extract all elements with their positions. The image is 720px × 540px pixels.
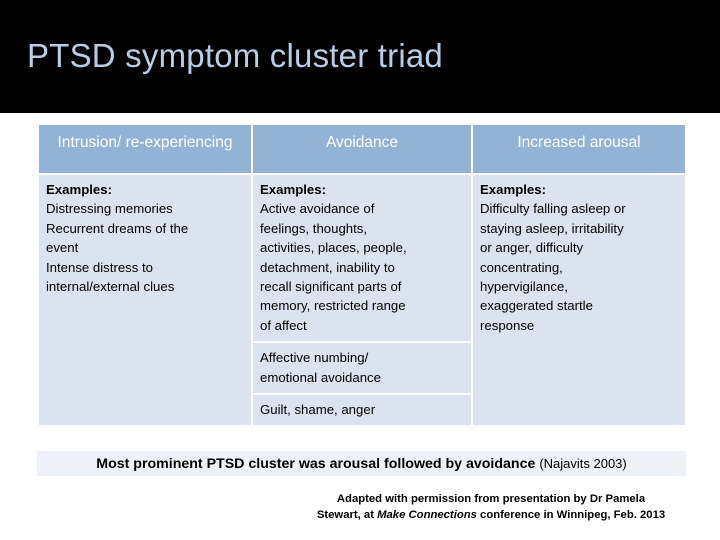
header-avoidance-line1: Avoidance [325, 134, 399, 151]
caption-main: Most prominent PTSD cluster was arousal … [96, 455, 540, 472]
intrusion-line-3: event [46, 240, 79, 256]
table-header-avoidance: Avoidance [253, 125, 471, 173]
intrusion-lead: Examples: [46, 182, 112, 197]
cell-intrusion-examples: Examples: Distressing memories Recurrent… [39, 175, 251, 426]
header-arousal-line2: arousal [589, 134, 641, 151]
footer-conference-name: Make Connections [377, 508, 477, 521]
cell-guilt-shame-anger: Guilt, shame, anger [253, 395, 471, 426]
ptsd-cluster-table: Intrusion/ re-experiencing Avoidance Inc… [37, 123, 687, 427]
avoidance-line-1: Active avoidance of [260, 201, 375, 217]
intrusion-line-2: Recurrent dreams of the [46, 220, 189, 236]
arousal-lead: Examples: [480, 182, 546, 197]
table-row: Examples: Distressing memories Recurrent… [39, 175, 685, 426]
header-intrusion-line2: re-experiencing [125, 134, 233, 151]
avoidance-line-7: of affect [260, 317, 307, 333]
footer-line-2: Stewart, at Make Connections conference … [276, 508, 706, 524]
guilt-shame-anger-line-1: Guilt, shame, anger [260, 402, 376, 418]
cell-increased-arousal-examples: Examples: Difficulty falling asleep or s… [473, 175, 685, 426]
avoidance-line-2: feelings, thoughts, [260, 220, 368, 236]
cell-affective-numbing: Affective numbing/ emotional avoidance [253, 343, 471, 394]
table-header-row: Intrusion/ re-experiencing Avoidance Inc… [39, 125, 685, 173]
affective-numbing-line-2: emotional avoidance [260, 369, 381, 385]
arousal-line-6: exaggerated startle [480, 298, 593, 314]
cell-avoidance-examples: Examples: Active avoidance of feelings, … [253, 175, 471, 342]
arousal-line-5: hypervigilance, [480, 279, 568, 295]
title-band: PTSD symptom cluster triad [0, 0, 720, 113]
intrusion-line-4: Intense distress to [46, 259, 154, 275]
footer-line2-pre: Stewart, at [316, 508, 378, 521]
table-row: Guilt, shame, anger [39, 395, 685, 426]
avoidance-line-6: memory, restricted range [260, 298, 406, 314]
footer-attribution: Adapted with permission from presentatio… [276, 492, 706, 523]
avoidance-line-4: detachment, inability to [260, 259, 395, 275]
avoidance-line-5: recall significant parts of [260, 279, 402, 295]
arousal-line-1: Difficulty falling asleep or [480, 201, 626, 217]
table-header-increased-arousal: Increased arousal [473, 125, 685, 173]
footer-line2-post: conference in Winnipeg, Feb. 2013 [476, 508, 666, 521]
page-title: PTSD symptom cluster triad [27, 37, 443, 74]
intrusion-line-1: Distressing memories [46, 201, 173, 217]
footer-line-1: Adapted with permission from presentatio… [336, 493, 646, 505]
caption-strip: Most prominent PTSD cluster was arousal … [37, 451, 686, 476]
arousal-line-3: or anger, difficulty [480, 240, 584, 256]
arousal-line-4: concentrating, [480, 259, 563, 275]
affective-numbing-line-1: Affective numbing/ [260, 350, 369, 366]
table-row: Affective numbing/ emotional avoidance [39, 343, 685, 394]
caption-citation: (Najavits 2003) [539, 455, 627, 471]
avoidance-line-3: activities, places, people, [260, 240, 407, 256]
table-header-intrusion: Intrusion/ re-experiencing [39, 125, 251, 173]
caption-text: Most prominent PTSD cluster was arousal … [96, 456, 627, 472]
header-intrusion-line1: Intrusion/ [57, 134, 122, 151]
arousal-line-2: staying asleep, irritability [480, 220, 624, 236]
avoidance-lead: Examples: [260, 182, 326, 197]
intrusion-line-5: internal/external clues [46, 279, 175, 295]
header-arousal-line1: Increased [517, 134, 586, 151]
arousal-line-7: response [480, 317, 535, 333]
